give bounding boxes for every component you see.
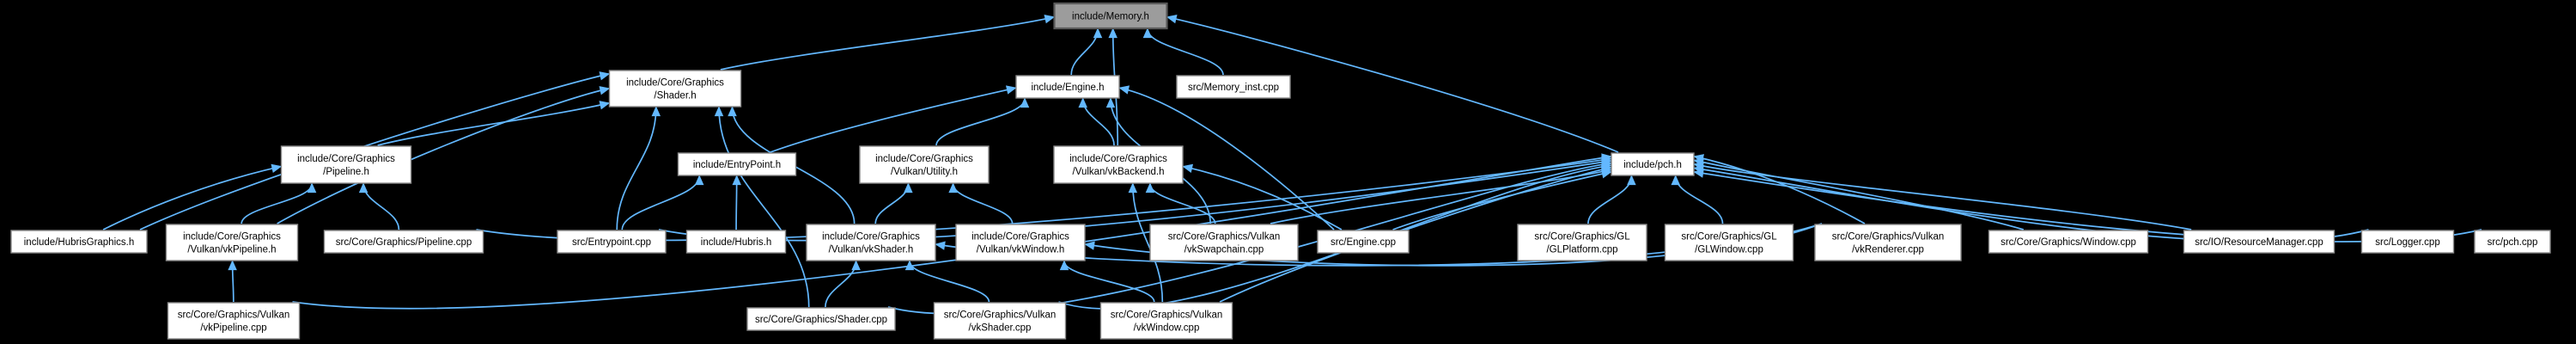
graph-node-vkbackend_h[interactable]: include/Core/Graphics/Vulkan/vkBackend.h: [1053, 145, 1184, 184]
graph-node-engine_h[interactable]: include/Engine.h: [1015, 75, 1120, 99]
node-box-pch_h[interactable]: [1611, 152, 1695, 176]
node-box-glplatform_cpp[interactable]: [1517, 224, 1647, 261]
node-box-vkswapchain_cpp[interactable]: [1149, 224, 1299, 261]
graph-node-resourcemanager_cpp[interactable]: src/IO/ResourceManager.cpp: [2183, 230, 2335, 254]
node-box-engine_h[interactable]: [1015, 75, 1120, 99]
include-edge-shader_h-to-memory_h: [720, 15, 1056, 71]
include-edge-utility_h-to-engine_h: [935, 97, 1030, 146]
node-box-hubrisgraphics_h[interactable]: [10, 230, 148, 254]
graph-node-vkshader_h[interactable]: include/Core/Graphics/Vulkan/vkShader.h: [806, 224, 936, 261]
node-box-vkbackend_h[interactable]: [1053, 145, 1184, 184]
graph-node-pch_cpp[interactable]: src/pch.cpp: [2474, 230, 2551, 254]
graph-node-memory_inst_cpp[interactable]: src/Memory_inst.cpp: [1176, 75, 1291, 99]
include-edge-shader_cpp-to-shader_h: [714, 106, 810, 308]
node-box-pipeline_cpp[interactable]: [323, 230, 484, 254]
include-edge-pipeline_h-to-shader_h: [377, 101, 611, 146]
node-box-pch_cpp[interactable]: [2474, 230, 2551, 254]
node-box-glwindow_cpp[interactable]: [1664, 224, 1794, 261]
graph-node-vkpipeline_cpp[interactable]: src/Core/Graphics/Vulkan/vkPipeline.cpp: [167, 302, 301, 340]
include-edge-entrypoint_h-to-engine_h: [770, 85, 1017, 153]
graph-node-shader_cpp[interactable]: src/Core/Graphics/Shader.cpp: [746, 307, 896, 331]
include-edge-vkshader_cpp-to-vkshader_h: [904, 260, 990, 303]
graph-node-vkswapchain_cpp[interactable]: src/Core/Graphics/Vulkan/vkSwapchain.cpp: [1149, 224, 1299, 261]
include-edge-engine_cpp-to-vkbackend_h: [1182, 163, 1343, 230]
include-edge-shader_cpp-to-vkshader_h: [825, 260, 861, 308]
graph-node-vkshader_cpp[interactable]: src/Core/Graphics/Vulkan/vkShader.cpp: [933, 302, 1067, 340]
graph-node-entrypoint_h[interactable]: include/EntryPoint.h: [677, 152, 797, 176]
graph-node-entrypoint_cpp[interactable]: src/Entrypoint.cpp: [557, 230, 667, 254]
node-box-resourcemanager_cpp[interactable]: [2183, 230, 2335, 254]
node-box-vkshader_cpp[interactable]: [933, 302, 1067, 340]
include-edge-glplatform_cpp-to-pch_h: [1587, 175, 1636, 224]
graph-node-glwindow_cpp[interactable]: src/Core/Graphics/GL/GLWindow.cpp: [1664, 224, 1794, 261]
graph-node-utility_h[interactable]: include/Core/Graphics/Vulkan/Utility.h: [859, 145, 990, 184]
graph-node-vkpipeline_h[interactable]: include/Core/Graphics/Vulkan/vkPipeline.…: [165, 224, 299, 261]
include-edge-vkbackend_h-to-engine_h: [1078, 97, 1115, 146]
include-edge-vkpipeline_h-to-pipeline_h: [241, 182, 317, 224]
node-box-window_cpp[interactable]: [1988, 230, 2149, 254]
graph-node-vkwindow_cpp[interactable]: src/Core/Graphics/Vulkan/vkWindow.cpp: [1099, 302, 1233, 340]
include-edge-pipeline_cpp-to-pipeline_h: [358, 182, 400, 230]
graph-node-pch_h[interactable]: include/pch.h: [1611, 152, 1695, 176]
include-edge-vkswapchain_cpp-to-vkbackend_h: [1145, 182, 1216, 224]
node-box-utility_h[interactable]: [859, 145, 990, 184]
node-box-vkpipeline_cpp[interactable]: [167, 302, 301, 340]
include-edge-hubrisgraphics_h-to-pipeline_h: [102, 163, 283, 230]
graph-node-hubrisgraphics_h[interactable]: include/HubrisGraphics.h: [10, 230, 148, 254]
node-box-entrypoint_h[interactable]: [677, 152, 797, 176]
include-edge-engine_cpp-to-engine_h: [1118, 85, 1335, 230]
graph-node-vkwindow_h[interactable]: include/Core/Graphics/Vulkan/vkWindow.h: [955, 224, 1086, 261]
node-box-engine_cpp[interactable]: [1317, 230, 1410, 254]
graph-node-glplatform_cpp[interactable]: src/Core/Graphics/GL/GLPlatform.cpp: [1517, 224, 1647, 261]
node-box-vkrenderer_cpp[interactable]: [1814, 224, 1962, 261]
graph-node-memory_h[interactable]: include/Memory.h: [1053, 2, 1168, 30]
include-edge-glwindow_cpp-to-pch_h: [1671, 175, 1724, 224]
include-edge-vkpipeline_h-to-shader_h: [277, 86, 611, 224]
include-edge-vkwindow_cpp-to-vkwindow_h: [1059, 260, 1155, 303]
graph-node-pipeline_cpp[interactable]: src/Core/Graphics/Pipeline.cpp: [323, 230, 484, 254]
node-box-vkpipeline_h[interactable]: [165, 224, 299, 261]
node-box-hubris_h[interactable]: [685, 230, 787, 254]
include-edge-hubris_h-to-entrypoint_h: [732, 175, 741, 230]
include-edge-vkshader_h-to-utility_h: [874, 182, 913, 224]
node-box-shader_cpp[interactable]: [746, 307, 896, 331]
include-edge-vkwindow_h-to-utility_h: [948, 182, 1014, 224]
graph-node-shader_h[interactable]: include/Core/Graphics/Shader.h: [608, 70, 742, 108]
node-box-vkwindow_cpp[interactable]: [1099, 302, 1233, 340]
node-box-memory_inst_cpp[interactable]: [1176, 75, 1291, 99]
include-edge-vkswapchain_cpp-to-pch_h: [1270, 167, 1612, 224]
include-edge-entrypoint_cpp-to-shader_h: [616, 106, 661, 230]
include-edge-pch_h-to-memory_h: [1166, 15, 1619, 153]
include-edge-vkwindow_cpp-to-vkbackend_h: [1128, 182, 1164, 303]
node-box-memory_h[interactable]: [1053, 2, 1168, 30]
include-edge-vkpipeline_cpp-to-vkpipeline_h: [228, 260, 237, 303]
node-box-vkshader_h[interactable]: [806, 224, 936, 261]
graph-node-vkrenderer_cpp[interactable]: src/Core/Graphics/Vulkan/vkRenderer.cpp: [1814, 224, 1962, 261]
graph-node-hubris_h[interactable]: include/Hubris.h: [685, 230, 787, 254]
node-box-entrypoint_cpp[interactable]: [557, 230, 667, 254]
graph-node-pipeline_h[interactable]: include/Core/Graphics/Pipeline.h: [280, 145, 412, 184]
graph-node-window_cpp[interactable]: src/Core/Graphics/Window.cpp: [1988, 230, 2149, 254]
graph-node-engine_cpp[interactable]: src/Engine.cpp: [1317, 230, 1410, 254]
node-box-logger_cpp[interactable]: [2360, 230, 2455, 254]
include-edge-memory_inst_cpp-to-memory_h: [1142, 28, 1224, 76]
include-edge-resourcemanager_cpp-to-pch_h: [1693, 162, 2192, 230]
include-edge-hubrisgraphics_h-to-shader_h: [139, 71, 611, 230]
include-edge-engine_cpp-to-pch_h: [1392, 169, 1612, 230]
include-edge-window_cpp-to-pch_h: [1693, 157, 2025, 230]
include-edge-engine_h-to-memory_h: [1070, 28, 1103, 76]
node-box-pipeline_h[interactable]: [280, 145, 412, 184]
node-box-shader_h[interactable]: [608, 70, 742, 108]
include-edge-entrypoint_cpp-to-entrypoint_h: [621, 175, 704, 230]
node-box-vkwindow_h[interactable]: [955, 224, 1086, 261]
graph-node-logger_cpp[interactable]: src/Logger.cpp: [2360, 230, 2455, 254]
